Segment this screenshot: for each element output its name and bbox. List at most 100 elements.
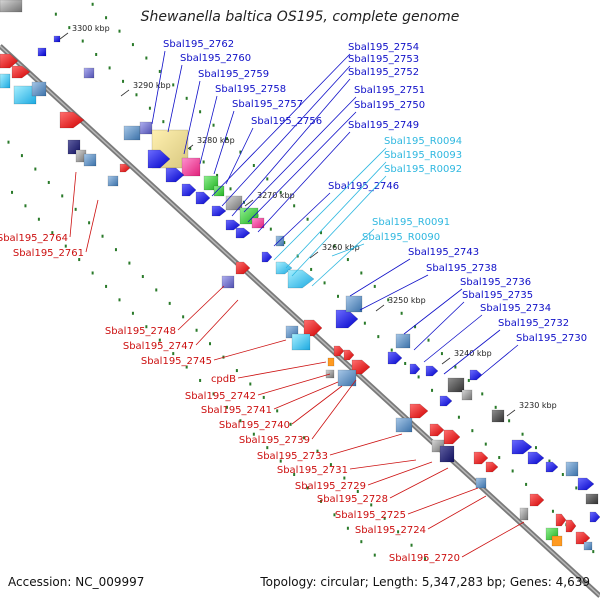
tick-mark bbox=[293, 473, 296, 477]
gene-feature bbox=[485, 461, 499, 473]
tick-mark bbox=[481, 392, 484, 396]
gene-label-cyan-leader bbox=[291, 175, 387, 277]
tick-mark bbox=[114, 248, 117, 252]
accession-label: Accession: NC_009997 bbox=[8, 575, 145, 589]
gene-feature bbox=[221, 275, 235, 289]
gene-feature bbox=[327, 357, 335, 367]
tick-mark bbox=[195, 328, 198, 332]
tick-mark bbox=[51, 231, 54, 235]
tick-mark bbox=[158, 338, 161, 342]
gene-label-cyan: Sbal195_R0093 bbox=[384, 150, 462, 161]
tick-mark bbox=[209, 342, 212, 346]
gene-label-blue-leader bbox=[167, 64, 183, 133]
gene-label-blue: Sbal195_2756 bbox=[251, 116, 322, 127]
gene-label-cyan-leader bbox=[331, 243, 365, 257]
tick-mark bbox=[333, 244, 336, 248]
gene-label-cyan-leader bbox=[311, 228, 375, 287]
tick-mark bbox=[131, 311, 134, 315]
gene-feature bbox=[225, 219, 241, 231]
tick-mark bbox=[91, 2, 94, 6]
tick-mark bbox=[199, 110, 202, 114]
tick-mark bbox=[289, 422, 292, 426]
tick-mark bbox=[575, 486, 578, 490]
gene-label-blue-leader bbox=[423, 314, 483, 363]
tick-mark bbox=[494, 405, 497, 409]
gene-label-red: Sbal195_2741 bbox=[201, 405, 272, 416]
tick-mark bbox=[64, 244, 67, 248]
tick-mark bbox=[370, 503, 373, 507]
gene-feature bbox=[147, 149, 171, 169]
gene-label-blue-leader bbox=[257, 131, 351, 233]
tick-mark bbox=[410, 543, 413, 547]
gene-feature bbox=[565, 519, 577, 533]
tick-mark bbox=[216, 173, 219, 177]
gene-label-blue-leader bbox=[243, 96, 357, 213]
gene-label-blue-leader bbox=[231, 78, 351, 217]
map-title: Shewanella baltica OS195, complete genom… bbox=[140, 9, 460, 25]
gene-label-blue-leader bbox=[213, 110, 235, 175]
tick-mark bbox=[414, 325, 417, 329]
tick-mark bbox=[293, 204, 296, 208]
gene-label-blue-leader bbox=[211, 53, 351, 197]
gene-feature bbox=[31, 81, 47, 97]
gene-feature bbox=[195, 191, 211, 205]
gene-feature bbox=[251, 217, 265, 229]
tick-mark bbox=[20, 154, 23, 158]
gene-label-red: Sbal195_2733 bbox=[257, 451, 328, 462]
gene-label-blue-leader bbox=[247, 111, 357, 223]
gene-feature bbox=[577, 477, 595, 491]
tick-mark bbox=[592, 550, 595, 554]
gene-feature bbox=[225, 195, 243, 211]
gene-label-blue: Sbal195_2746 bbox=[328, 181, 399, 192]
tick-mark bbox=[498, 456, 501, 460]
kbp-tick bbox=[120, 89, 130, 97]
gene-feature bbox=[37, 47, 47, 57]
tick-mark bbox=[81, 39, 84, 43]
tick-mark bbox=[172, 352, 175, 356]
gene-feature bbox=[443, 429, 461, 445]
tick-mark bbox=[279, 190, 282, 194]
gene-label-blue-leader bbox=[349, 258, 411, 297]
kbp-label: 3280 kbp bbox=[197, 136, 235, 145]
tick-mark bbox=[148, 106, 151, 110]
tick-mark bbox=[283, 241, 286, 245]
gene-feature bbox=[429, 423, 445, 437]
gene-label-red-leader bbox=[177, 285, 225, 331]
tick-mark bbox=[95, 52, 98, 56]
gene-label-blue-leader bbox=[199, 95, 218, 165]
tick-mark bbox=[7, 140, 10, 144]
gene-feature bbox=[335, 309, 359, 329]
gene-feature bbox=[511, 439, 533, 455]
kbp-label: 3300 kbp bbox=[72, 24, 110, 33]
tick-mark bbox=[108, 66, 111, 70]
gene-feature bbox=[261, 251, 273, 263]
gene-label-red: Sbal195_2729 bbox=[295, 481, 366, 492]
tick-mark bbox=[266, 177, 269, 181]
tick-mark bbox=[427, 338, 430, 342]
gene-feature bbox=[275, 235, 285, 247]
tick-mark bbox=[145, 325, 148, 329]
tick-mark bbox=[511, 469, 514, 473]
gene-feature bbox=[585, 493, 599, 505]
gene-feature bbox=[439, 395, 453, 407]
gene-feature bbox=[53, 35, 61, 43]
tick-mark bbox=[185, 96, 188, 100]
gene-label-red: Sbal195_2724 bbox=[355, 525, 426, 536]
tick-mark bbox=[320, 231, 323, 235]
gene-label-red: Sbal195_2748 bbox=[105, 326, 176, 337]
gene-label-blue: Sbal195_2760 bbox=[180, 53, 251, 64]
tick-mark bbox=[68, 26, 71, 30]
tick-mark bbox=[360, 271, 363, 275]
gene-feature bbox=[439, 445, 455, 463]
gene-label-cyan: Sbal195_R0091 bbox=[372, 217, 450, 228]
tick-mark bbox=[74, 207, 77, 211]
tick-mark bbox=[212, 392, 215, 396]
gene-feature bbox=[333, 345, 345, 357]
tick-mark bbox=[346, 526, 349, 530]
gene-label-blue-leader bbox=[273, 192, 331, 247]
gene-feature bbox=[165, 167, 185, 183]
gene-feature bbox=[409, 403, 429, 419]
tick-mark bbox=[105, 284, 108, 288]
gene-feature bbox=[211, 205, 227, 217]
